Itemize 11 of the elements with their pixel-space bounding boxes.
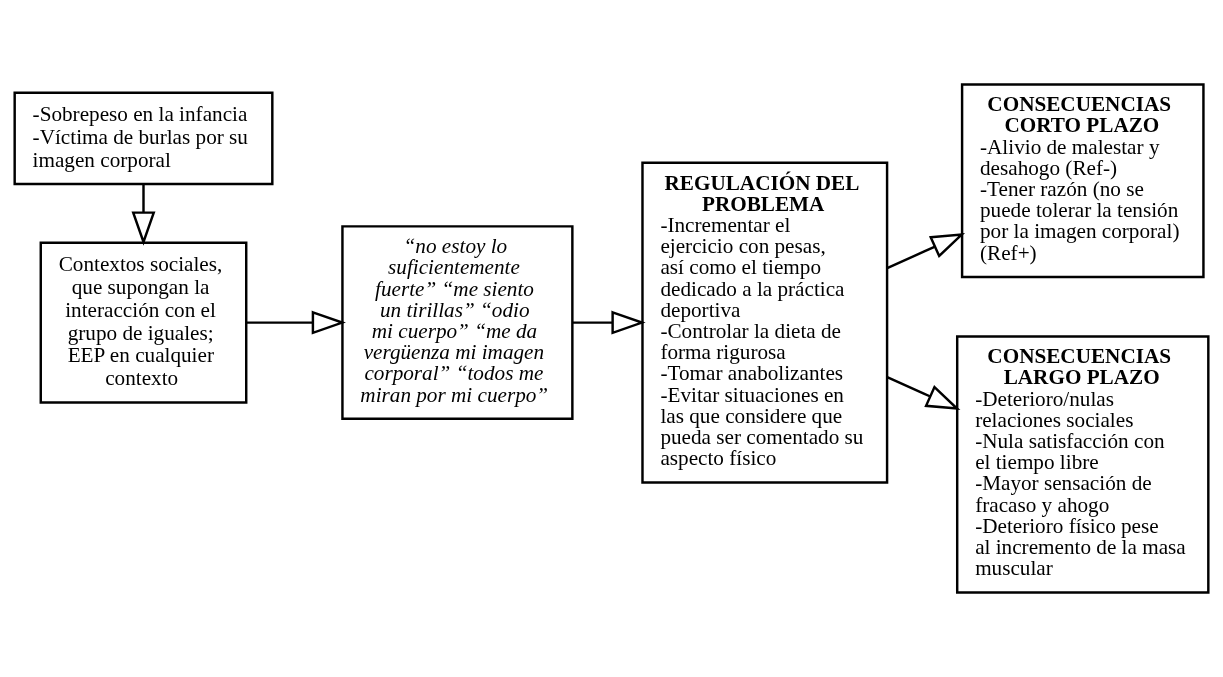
arrow bbox=[246, 310, 346, 335]
arrow bbox=[886, 375, 961, 411]
arrow bbox=[131, 184, 156, 246]
node-box: -Sobrepeso en la infancia -Víctima de burlas por su imagen corporal bbox=[13, 91, 274, 186]
arrow bbox=[572, 310, 646, 335]
node-box: REGULACIÓN DEL PROBLEMA -Incrementar el ejercicio con pesas, así como el tiempo dedicado a la práctica deportiva -Controlar la dieta de forma rigurosa -Tomar anabolizantes -Evitar situaciones en las que considere que pueda ser comentado su aspecto físico bbox=[641, 161, 889, 484]
node-box: CONSECUENCIAS CORTO PLAZO -Alivio de malestar y desahogo (Ref-) -Tener razón (no se puede tolerar la tensión por la imagen corporal) (Ref+) bbox=[960, 83, 1205, 279]
node-box: Contextos sociales, que supongan la interacción con el grupo de iguales; EEP en cualquier contexto bbox=[39, 241, 248, 404]
arrow bbox=[886, 233, 966, 270]
node-box: CONSECUENCIAS LARGO PLAZO -Deterioro/nulas relaciones sociales -Nula satisfacción con el tiempo libre -Mayor sensación de fracaso y ahogo -Deterioro físico pese al incremento de la masa muscular bbox=[955, 335, 1210, 594]
node-box: “no estoy lo suficientemente fuerte” “me siento un tirillas” “odio mi cuerpo” “me da vergüenza mi imagen corporal” “todos me miran por mi cuerpo” bbox=[341, 225, 574, 421]
